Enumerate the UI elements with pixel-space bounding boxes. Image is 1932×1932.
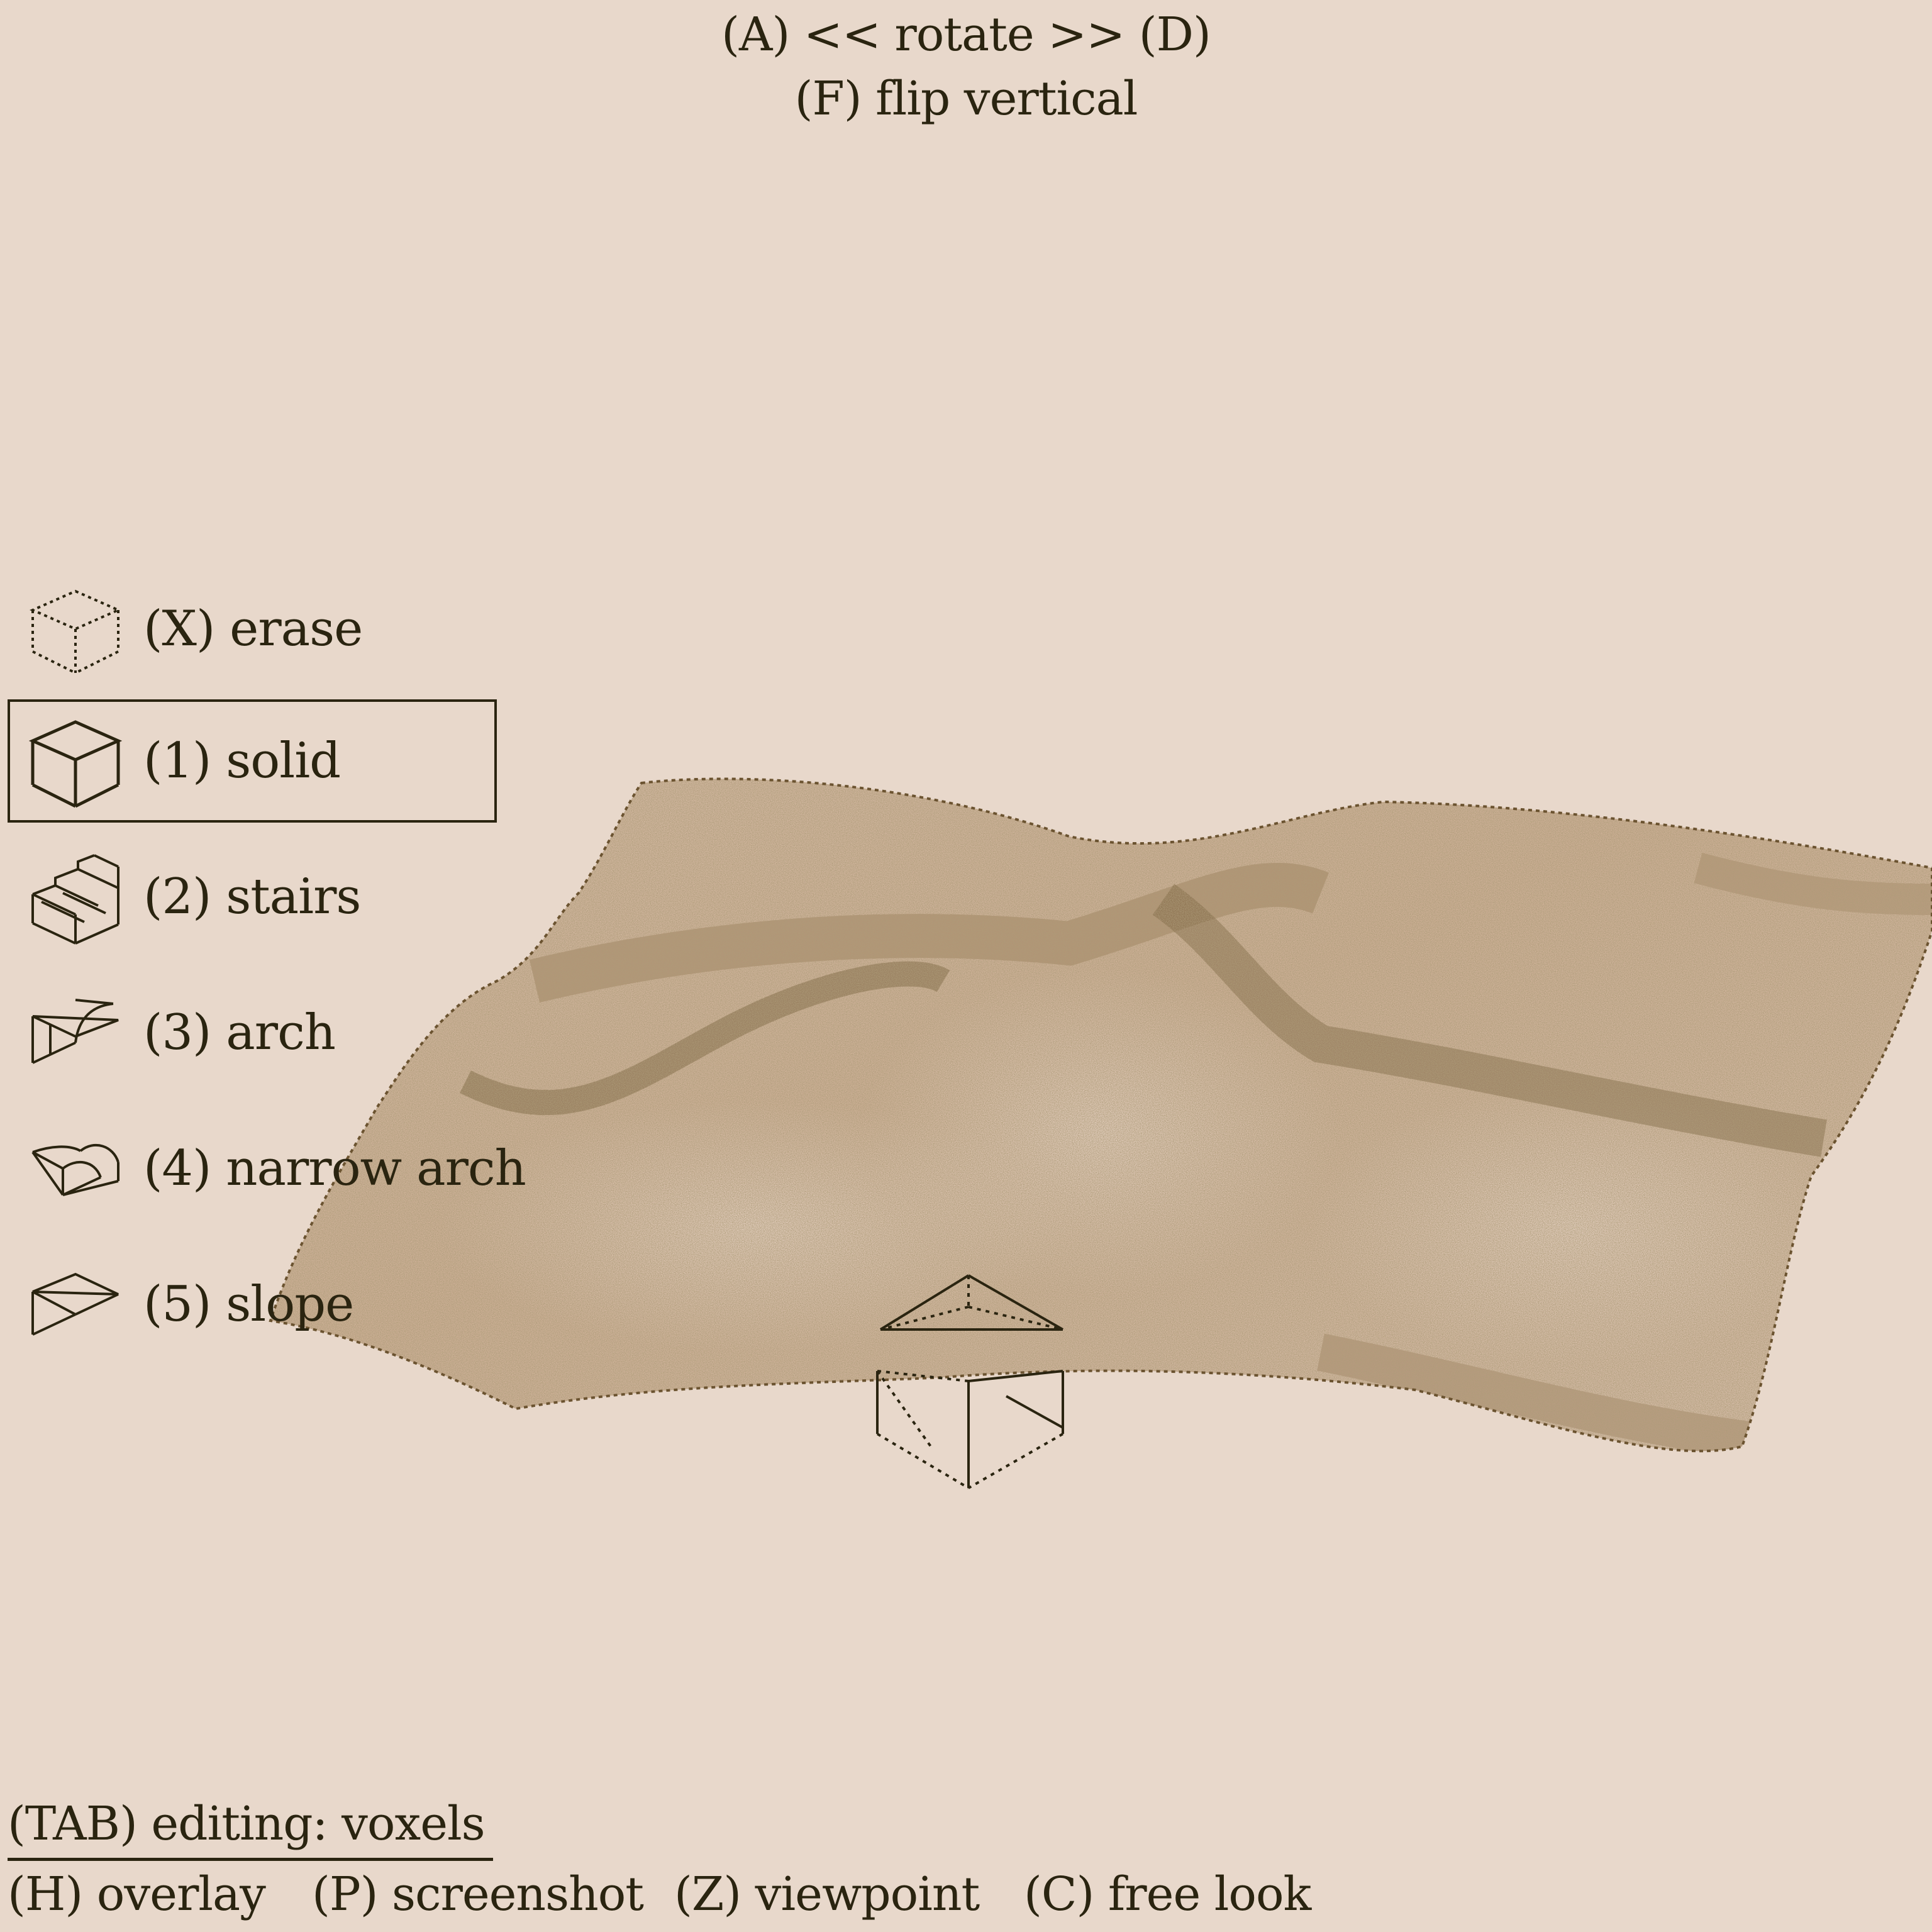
control-hints: (A) << rotate >> (D) (F) flip vertical xyxy=(0,3,1932,131)
tool-label: (X) erase xyxy=(143,601,363,657)
voxel-cursor-icon xyxy=(876,1274,1064,1489)
solid-cube-icon xyxy=(28,720,123,808)
overlay-hotkey[interactable]: (H) overlay xyxy=(8,1867,266,1921)
tool-arch[interactable]: (3) arch xyxy=(8,971,497,1094)
narrow-arch-icon xyxy=(31,1144,119,1196)
tool-erase[interactable]: (X) erase xyxy=(8,567,497,691)
erase-cube-icon xyxy=(30,589,121,674)
tool-label: (2) stairs xyxy=(143,869,361,925)
tool-label: (4) narrow arch xyxy=(143,1140,526,1197)
arch-icon xyxy=(31,999,119,1064)
rotate-hint: (A) << rotate >> (D) xyxy=(721,8,1211,62)
viewpoint-hotkey[interactable]: (Z) viewpoint xyxy=(674,1867,980,1921)
tool-slope[interactable]: (5) slope xyxy=(8,1243,497,1366)
editing-mode-toggle[interactable]: (TAB) editing: voxels xyxy=(8,1794,493,1861)
free-look-hotkey[interactable]: (C) free look xyxy=(1024,1867,1311,1921)
tool-stairs[interactable]: (2) stairs xyxy=(8,835,497,958)
flip-vertical-hint: (F) flip vertical xyxy=(794,72,1138,126)
tool-label: (5) slope xyxy=(143,1276,354,1333)
tool-label: (1) solid xyxy=(143,733,341,789)
tool-label: (3) arch xyxy=(143,1004,336,1061)
stairs-icon xyxy=(31,854,119,945)
tool-solid[interactable]: (1) solid xyxy=(8,699,497,823)
slope-icon xyxy=(31,1272,119,1336)
screenshot-hotkey[interactable]: (P) screenshot xyxy=(312,1867,644,1921)
tool-narrow-arch[interactable]: (4) narrow arch xyxy=(8,1107,526,1230)
